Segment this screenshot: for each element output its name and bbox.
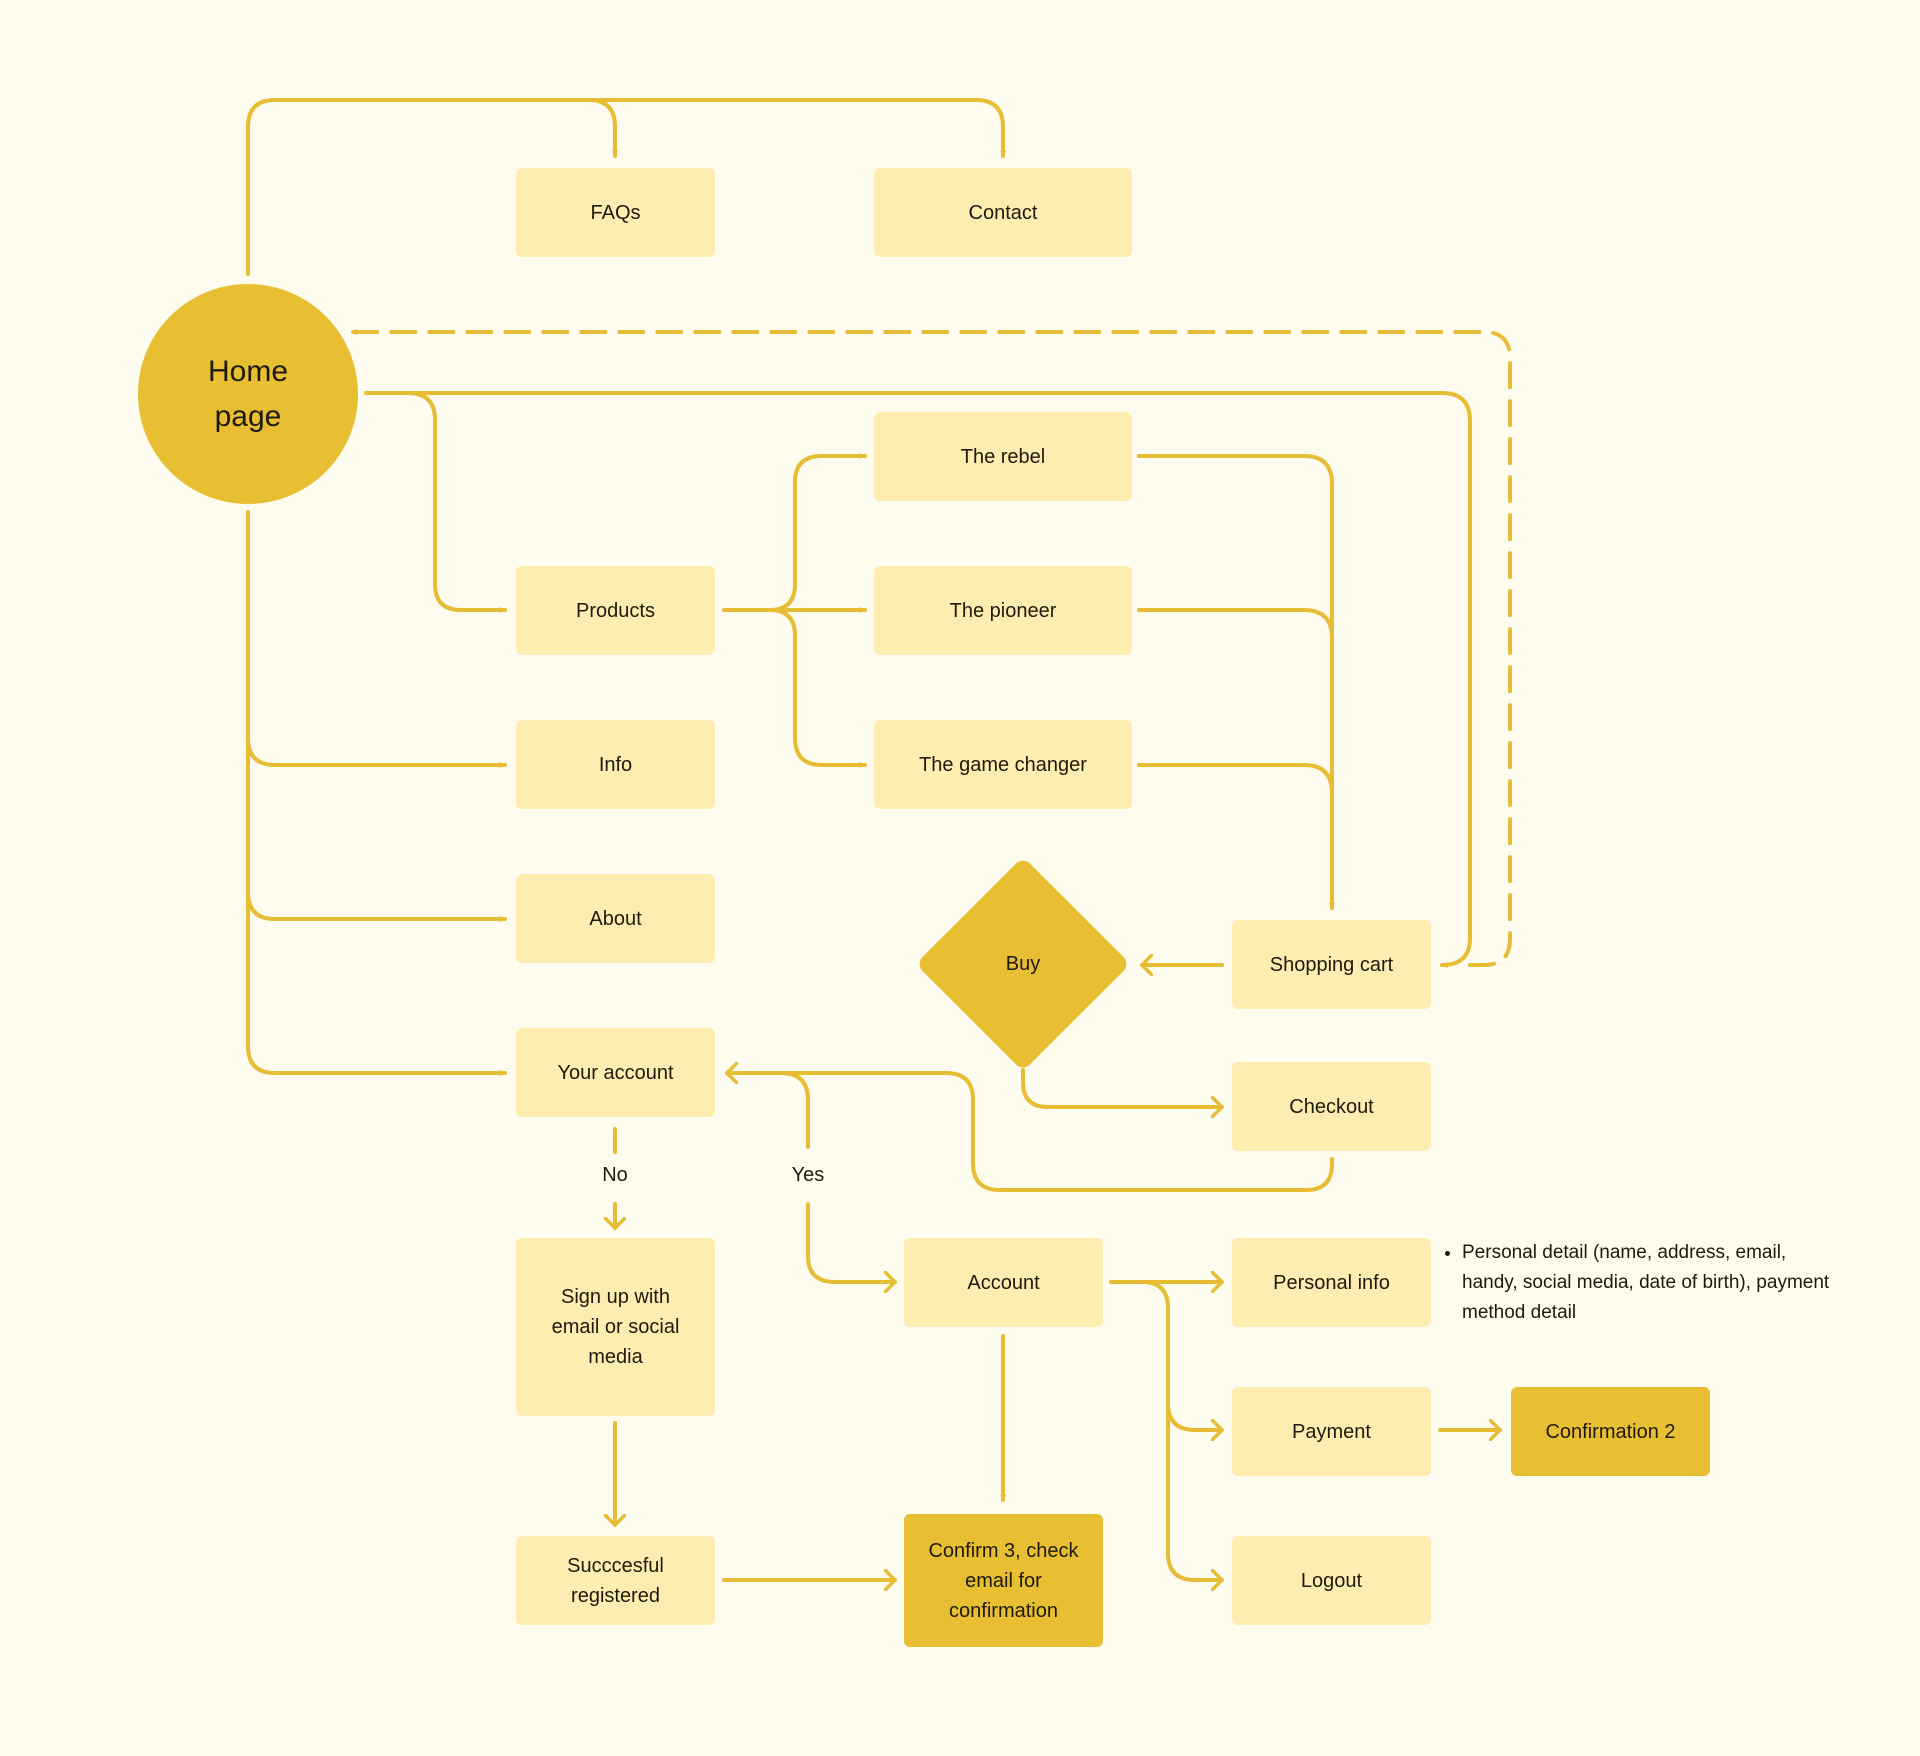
edge-home-info xyxy=(246,736,507,768)
checkout-node: Checkout xyxy=(1232,1062,1431,1151)
edge-home-products xyxy=(364,391,507,613)
edge-pioneer-cart xyxy=(1137,608,1334,640)
contact-node: Contact xyxy=(874,168,1132,257)
confirm-3-node: Confirm 3, check email for confirmation xyxy=(904,1514,1103,1647)
logout-node: Logout xyxy=(1232,1536,1431,1625)
edge-gamechanger-cart xyxy=(1137,763,1334,795)
edge-products-gamechanger xyxy=(768,608,867,768)
account-node: Account xyxy=(904,1238,1103,1327)
successful-registered-node: Succcesful registered xyxy=(516,1536,715,1625)
personal-info-note-list: Personal detail (name, address, email, h… xyxy=(1440,1238,1842,1328)
buy-decision-label: Buy xyxy=(1005,952,1041,975)
edge-label-yes: Yes xyxy=(791,1164,825,1186)
your-account-node: Your account xyxy=(516,1028,715,1117)
products-node: Products xyxy=(516,566,715,655)
edge-rebel-cart xyxy=(1137,454,1335,910)
faqs-node: FAQs xyxy=(516,168,715,257)
edge-products-rebel xyxy=(768,453,867,612)
personal-info-note: Personal detail (name, address, email, h… xyxy=(1462,1238,1842,1328)
shopping-cart-node: Shopping cart xyxy=(1232,920,1431,1009)
personal-info-node: Personal info xyxy=(1232,1238,1431,1327)
the-game-changer-node: The game changer xyxy=(874,720,1132,809)
edge-home-trunk xyxy=(246,510,507,1076)
edge-home-faqs xyxy=(246,98,618,276)
edge-account-logout xyxy=(1166,1401,1224,1580)
edge-buy-checkout xyxy=(1021,1068,1224,1107)
edge-label-no: No xyxy=(602,1164,628,1186)
edge-home-contact xyxy=(587,98,1006,158)
edge-cart-home xyxy=(349,329,1512,967)
the-pioneer-node: The pioneer xyxy=(874,566,1132,655)
edge-account-yes-bottom xyxy=(806,1202,897,1282)
confirmation-2-node: Confirmation 2 xyxy=(1511,1387,1710,1476)
about-node: About xyxy=(516,874,715,963)
the-rebel-node: The rebel xyxy=(874,412,1132,501)
info-node: Info xyxy=(516,720,715,809)
edge-account-payment xyxy=(1140,1280,1224,1430)
edge-home-cart xyxy=(406,391,1472,968)
sign-up-node: Sign up with email or social media xyxy=(516,1238,715,1416)
payment-node: Payment xyxy=(1232,1387,1431,1476)
edge-home-about xyxy=(246,890,507,922)
edge-checkout-account xyxy=(725,1073,1334,1192)
home-page-node: Home page xyxy=(138,284,358,504)
edge-account-yes-top xyxy=(779,1071,810,1149)
